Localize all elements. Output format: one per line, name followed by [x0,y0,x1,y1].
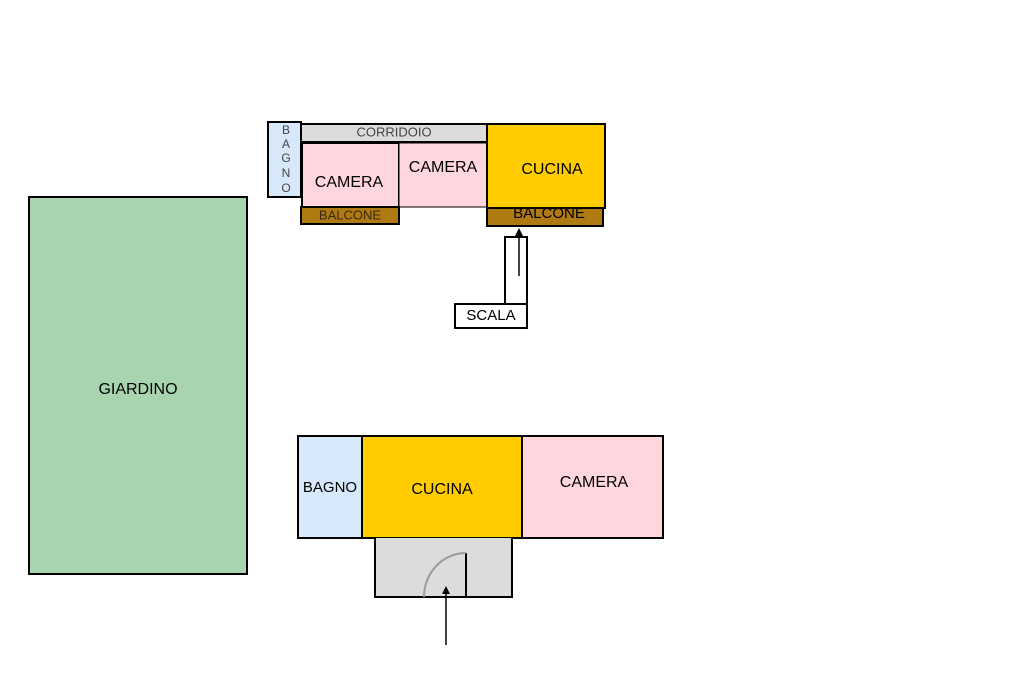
ground-bedroom [521,435,664,539]
upper-bedroom-2 [398,142,488,208]
ground-bedroom-label: CAMERA [560,474,629,491]
staircase: SCALA [454,228,528,329]
upper-balcony-2 [486,207,604,227]
upper-bathroom-letter: A [282,137,290,151]
ground-bathroom-label: BAGNO [303,479,357,496]
entrance-floor [376,539,511,596]
ground-bathroom [297,435,363,539]
upper-bathroom [267,121,302,198]
upper-balcony-2-label: BALCONE [513,205,585,222]
staircase-flight [504,236,528,306]
door-swing-arc [423,552,467,598]
upper-balcony-1-label: BALCONE [319,207,381,222]
upper-bathroom-letter: B [282,123,290,137]
upper-bathroom-letter: O [281,181,290,195]
upper-corridor-label: CORRIDOIO [356,124,431,139]
garden-label: GIARDINO [98,381,177,398]
upper-bathroom-letter: N [282,166,291,180]
ground-kitchen [361,435,523,539]
upper-floor-plan: B A G N O CORRIDOIO CAMERA CAMERA CUCINA… [267,121,606,329]
staircase-arrow-head [515,228,523,236]
staircase-label: SCALA [466,307,515,324]
staircase-label-box [454,303,528,329]
upper-bedroom-1-label: CAMERA [315,174,384,191]
ground-floor-plan: BAGNO CUCINA CAMERA [297,435,664,645]
ground-kitchen-label: CUCINA [411,481,473,498]
upper-kitchen-label: CUCINA [521,161,583,178]
garden-area [28,196,248,575]
upper-bedroom-1 [301,142,400,208]
entrance [374,538,513,645]
upper-bedroom-2-label: CAMERA [409,159,478,176]
garden: GIARDINO [28,196,248,575]
entrance-arrow-head [442,586,450,594]
upper-bathroom-label: B A G N O [281,123,290,195]
upper-balcony-1 [300,206,400,225]
upper-bathroom-letter: G [281,151,290,165]
